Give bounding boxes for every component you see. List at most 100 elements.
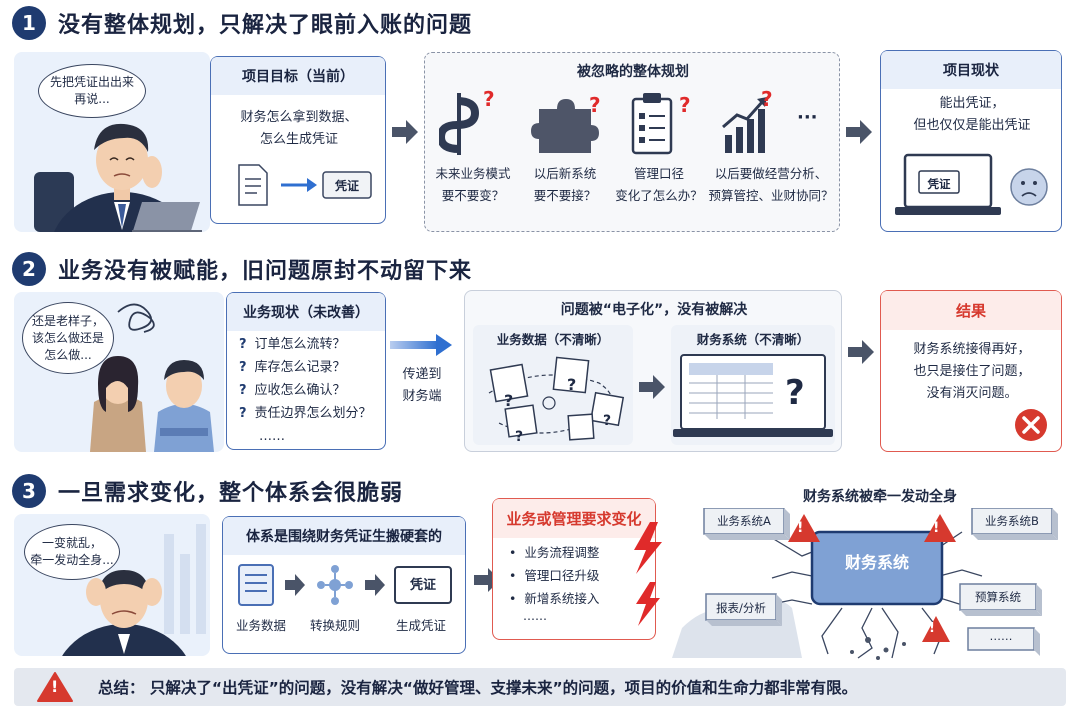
warning-icon xyxy=(924,514,956,542)
planning-item: 以后新系统要不要接？ xyxy=(533,166,597,203)
list-doc-icon xyxy=(238,564,274,606)
project-goal-box: 项目目标（当前） 财务怎么拿到数据、怎么生成凭证 凭证 xyxy=(210,56,386,224)
cracked-system-diagram xyxy=(672,508,1058,660)
list-item: …… xyxy=(259,429,285,444)
finance-system-center-label: 财务系统 xyxy=(844,553,909,572)
pass-to-finance-label: 传递到财务端 xyxy=(402,367,442,404)
arrow-right-icon xyxy=(846,120,872,144)
arrow-right-icon xyxy=(281,178,317,192)
node-label: 预算系统 xyxy=(975,590,1021,604)
speech-bubble: 一变就乱，牵一发动全身... xyxy=(24,524,120,580)
ignored-planning-title: 被忽略的整体规划 xyxy=(577,64,689,80)
section-title: 没有整体规划，只解决了眼前入账的问题 xyxy=(58,13,473,38)
warning-icon xyxy=(37,672,73,702)
voucher-label: 凭证 xyxy=(334,179,359,193)
planning-icons xyxy=(439,93,767,155)
node-business-a xyxy=(703,508,790,540)
warning-mark: ! xyxy=(929,621,935,636)
section-number: 2 xyxy=(12,252,46,286)
lightning-bolt-icon xyxy=(634,522,662,626)
node-report xyxy=(705,593,782,626)
question-mark-icon: ? xyxy=(483,87,495,111)
question-mark-icon: ? xyxy=(679,93,691,117)
step-label: 生成凭证 xyxy=(395,618,446,633)
node-label: 业务系统B xyxy=(985,514,1039,528)
dollar-route-icon xyxy=(439,93,480,155)
result-box: 结果 财务系统接得再好，也只是接住了问题，没有消灭问题。 xyxy=(880,290,1062,452)
question-mark-icon: ? xyxy=(761,87,773,111)
arrow-right-icon xyxy=(639,375,665,399)
node-label: 业务系统A xyxy=(717,514,771,528)
question-list: ?订单怎么流转？ ?库存怎么记录？ ?应收怎么确认？ ?责任边界怎么划分？ …… xyxy=(239,333,372,448)
scattered-question-cards xyxy=(488,356,625,441)
digitized-problem-box: 问题被“电子化”，没有被解决 业务数据（不清晰） ? ? ? ? 财务系统（不清… xyxy=(464,290,842,452)
voucher-system-title: 体系是围绕财务凭证生搬硬套的 xyxy=(223,517,465,555)
question-mark-icon: ? xyxy=(589,93,601,117)
sad-face-icon xyxy=(1010,168,1048,206)
voucher-label: 凭证 xyxy=(409,578,436,593)
arrow-right-icon xyxy=(848,340,874,364)
list-item: 业务流程调整 xyxy=(509,541,599,564)
warning-icon xyxy=(788,514,820,542)
node-more xyxy=(967,627,1040,656)
business-data-title: 业务数据（不清晰） xyxy=(496,332,610,347)
summary-text: 总结： 只解决了“出凭证”的问题，没有解决“做好管理、支撑未来”的问题，项目的价… xyxy=(98,679,858,697)
list-item: ?订单怎么流转？ xyxy=(239,337,346,352)
project-status-title: 项目现状 xyxy=(881,51,1061,89)
planning-item: 管理口径变化了怎么办？ xyxy=(615,166,703,203)
finance-system-panel: 财务系统（不清晰） ? xyxy=(671,325,835,445)
node-label: …… xyxy=(989,629,1013,643)
laptop-voucher-icon xyxy=(895,153,1048,215)
doc-to-voucher-flow xyxy=(238,164,372,206)
requirement-change-box: 业务或管理要求变化 业务流程调整 管理口径升级 新增系统接入 …… xyxy=(492,498,656,640)
arrow-right-icon xyxy=(390,334,452,356)
digitized-problem-title: 问题被“电子化”，没有被解决 xyxy=(560,302,748,318)
ignored-planning-box: 被忽略的整体规划 ? ? ? ? ··· 未来业务模式要不要变？ 以后新系统要不… xyxy=(424,52,840,232)
section-number: 3 xyxy=(12,474,46,508)
warning-mark: ! xyxy=(51,677,59,696)
list-item: ?责任边界怎么划分？ xyxy=(239,406,372,421)
voucher-label: 凭证 xyxy=(927,177,951,191)
node-label: 报表/分析 xyxy=(716,601,766,615)
warning-mark: ! xyxy=(933,520,940,536)
project-status-box: 项目现状 能出凭证，但也仅仅是能出凭证 凭证 xyxy=(880,50,1062,232)
list-item: 新增系统接入 xyxy=(509,587,599,610)
speech-bubble: 还是老样子，该怎么做还是怎么做... xyxy=(22,302,114,374)
growth-chart-icon xyxy=(722,97,767,153)
change-list: 业务流程调整 管理口径升级 新增系统接入 xyxy=(509,541,599,610)
section-3-header: 3 一旦需求变化，整个体系会很脆弱 xyxy=(12,474,403,508)
arrow-right-icon xyxy=(285,574,305,596)
network-nodes-icon xyxy=(317,565,353,605)
project-status-text: 能出凭证，但也仅仅是能出凭证 xyxy=(913,96,1031,133)
tangled-thought-icon xyxy=(117,303,155,333)
project-goal-text: 财务怎么拿到数据、怎么生成凭证 xyxy=(240,110,358,147)
laptop-table-icon xyxy=(673,354,833,437)
more-ellipsis: ··· xyxy=(797,107,818,128)
question-mark-icon: ? xyxy=(515,429,524,445)
list-item: 管理口径升级 xyxy=(509,564,599,587)
question-mark-icon: ? xyxy=(603,413,612,429)
section-title: 业务没有被赋能，旧问题原封不动留下来 xyxy=(58,259,473,284)
step-label: 业务数据 xyxy=(235,618,286,633)
arrow-right-icon xyxy=(365,574,385,596)
planning-item: 未来业务模式要不要变？ xyxy=(435,166,511,203)
more-ellipsis: …… xyxy=(523,609,547,623)
planning-item: 以后要做经营分析、预算管控、业财协同？ xyxy=(708,166,834,203)
arrow-right-icon xyxy=(392,120,418,144)
question-mark-icon: ? xyxy=(785,373,805,413)
business-status-title: 业务现状（未改善） xyxy=(227,293,385,331)
result-text: 财务系统接得再好，也只是接住了问题，没有消灭问题。 xyxy=(913,342,1031,401)
node-budget xyxy=(959,583,1042,616)
voucher-system-box: 体系是围绕财务凭证生搬硬套的 凭证 业务数据 转换规则 生成凭证 xyxy=(222,516,466,654)
section-1-header: 1 没有整体规划，只解决了眼前入账的问题 xyxy=(12,6,472,40)
project-goal-title: 项目目标（当前） xyxy=(211,57,385,95)
two-confused-people-illustration xyxy=(90,303,214,452)
document-icon xyxy=(238,164,268,206)
warning-mark: ! xyxy=(797,520,804,536)
section-title: 一旦需求变化，整个体系会很脆弱 xyxy=(58,481,404,506)
question-mark-icon: ? xyxy=(504,391,514,410)
warning-icon xyxy=(922,616,950,642)
section-2-header: 2 业务没有被赋能，旧问题原封不动留下来 xyxy=(12,252,472,286)
section-number: 1 xyxy=(12,6,46,40)
question-mark-icon: ? xyxy=(567,375,577,394)
